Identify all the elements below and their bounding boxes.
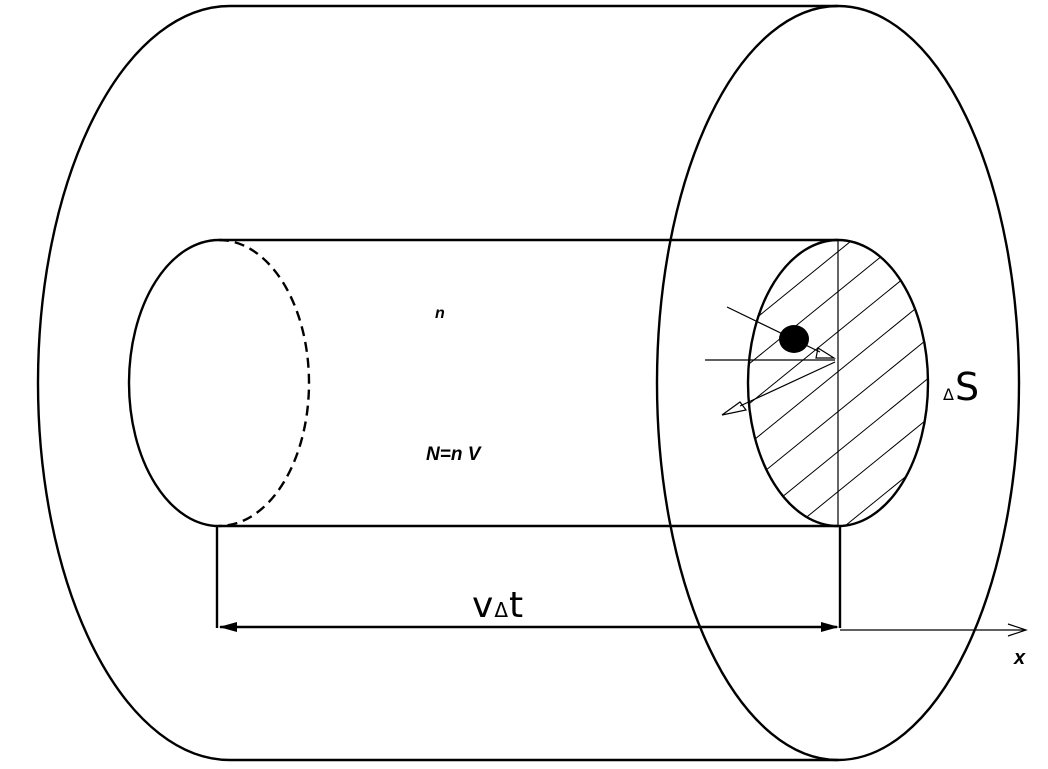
length-delta-glyph: Δ <box>494 598 508 622</box>
x-axis <box>840 623 1028 637</box>
length-label: vΔt <box>472 585 523 626</box>
particle-group <box>705 306 837 416</box>
inner-cylinder <box>127 238 838 528</box>
length-t-glyph: t <box>509 585 523 626</box>
dimension-left-arrowhead <box>219 622 237 632</box>
reflected-ray <box>739 361 836 407</box>
density-label: n <box>435 305 445 322</box>
outer-cylinder-left-arc <box>36 4 231 762</box>
length-v-glyph: v <box>472 585 493 626</box>
reflected-arrowhead <box>721 401 748 416</box>
outer-cylinder <box>36 4 1021 762</box>
area-symbol-glyph: S <box>955 365 979 409</box>
inner-cylinder-left-front-arc <box>127 238 220 528</box>
outer-cylinder-right-face <box>655 4 1021 762</box>
particle-incoming-arrowhead <box>815 347 837 359</box>
dimension-right-arrowhead <box>821 622 839 632</box>
area-label: ΔS <box>943 365 979 409</box>
x-axis-arrowhead <box>1007 623 1028 637</box>
cross-section-face <box>746 238 930 528</box>
area-delta-glyph: Δ <box>943 385 954 404</box>
count-formula-label: N=n V <box>426 444 482 465</box>
particle-incoming-ray <box>726 306 821 353</box>
inner-cylinder-left-hidden-arc <box>218 238 311 528</box>
x-axis-label: x <box>1013 647 1026 669</box>
cross-section-hatching <box>748 240 928 526</box>
length-dimension <box>215 526 842 632</box>
